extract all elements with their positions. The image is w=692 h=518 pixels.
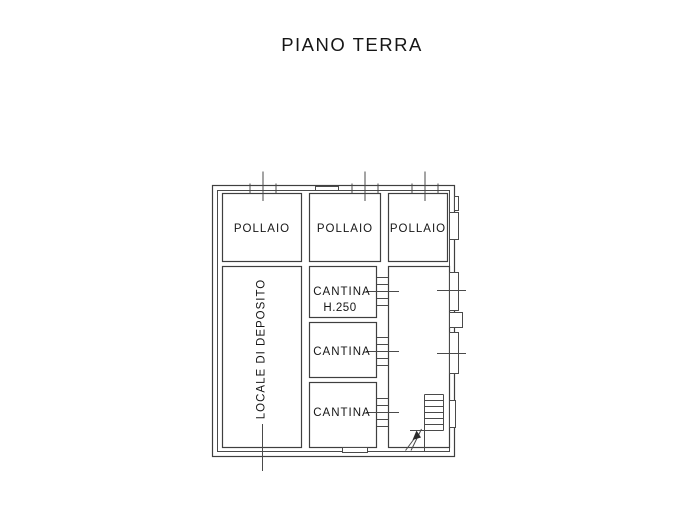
- wall-niche: [315, 186, 339, 191]
- room-label-pollaio-1: POLLAIO: [234, 223, 290, 235]
- room-label-locale-di-deposito: LOCALE DI DEPOSITO: [256, 279, 268, 420]
- room-label-cantina-2: CANTINA: [313, 346, 370, 358]
- window-icon: [342, 447, 368, 453]
- window-icon: [449, 400, 456, 428]
- window-icon: [449, 212, 459, 240]
- window-icon: [449, 272, 459, 311]
- stairs-symbol: [405, 394, 444, 452]
- room-labels: POLLAIO POLLAIO POLLAIO LOCALE DI DEPOSI…: [234, 223, 446, 420]
- window-icon: [411, 171, 439, 201]
- right-wall-window-symbols: [437, 196, 466, 428]
- door-opening-icon: [366, 398, 399, 427]
- room-label-pollaio-2: POLLAIO: [317, 223, 373, 235]
- window-icon: [351, 171, 379, 201]
- room-cantina-2: [308, 321, 378, 379]
- cantina-door-symbols: [366, 277, 399, 427]
- room-sublabel-cantina-1-height: H.250: [323, 302, 356, 314]
- stairs-direction-arrow-icon: [405, 428, 422, 451]
- room-label-pollaio-3: POLLAIO: [390, 223, 446, 235]
- wall-pilaster: [449, 312, 463, 328]
- wall-notch: [454, 196, 459, 211]
- corridor-area: [387, 265, 451, 449]
- room-label-cantina-3: CANTINA: [313, 407, 370, 419]
- page-title: PIANO TERRA: [281, 34, 423, 55]
- bottom-wall-symbols: [262, 424, 368, 471]
- window-icon: [249, 171, 277, 201]
- room-pollaio-2: [308, 192, 382, 263]
- top-wall-window-symbols: [249, 171, 439, 201]
- door-opening-icon: [366, 337, 399, 366]
- door-opening-icon: [366, 277, 399, 306]
- room-label-cantina-1: CANTINA: [313, 286, 370, 298]
- room-pollaio-3: [387, 192, 449, 263]
- room-pollaio-1: [221, 192, 303, 263]
